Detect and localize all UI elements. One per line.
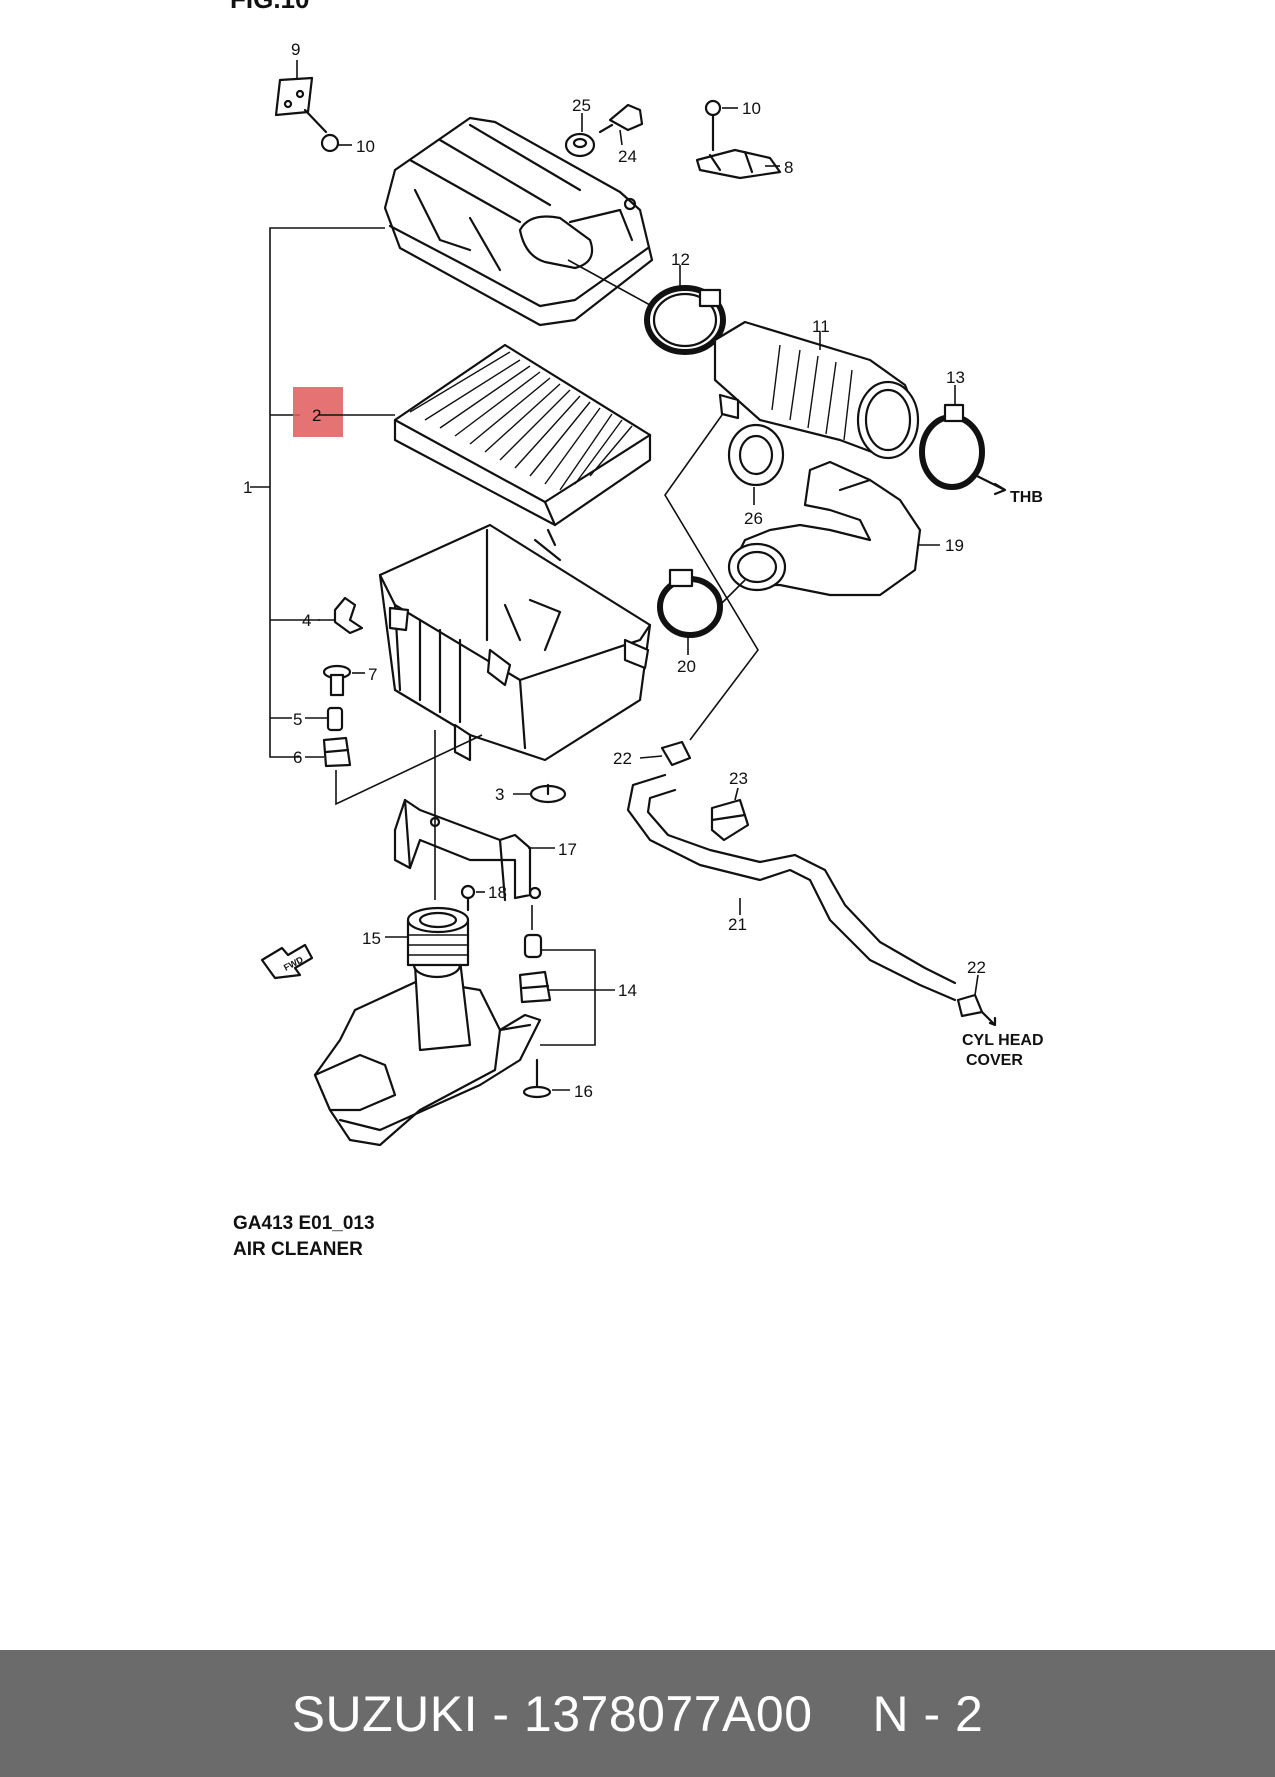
clip-4 <box>333 596 364 635</box>
part-number-9: 9 <box>291 40 300 59</box>
part-number-26: 26 <box>744 509 763 528</box>
bolt-10-right <box>704 99 722 152</box>
arrow-right-icon <box>973 473 1007 496</box>
part-number-21: 21 <box>728 915 747 934</box>
part-number-24: 24 <box>618 147 637 166</box>
washer-3 <box>529 783 567 804</box>
footer-brand-part: SUZUKI - 1378077A00 <box>291 1685 813 1742</box>
part-number-25: 25 <box>572 96 591 115</box>
arrow-right-icon <box>980 1010 997 1027</box>
clip-22-right <box>956 993 984 1018</box>
part-number-14: 14 <box>618 981 637 1000</box>
part-number-17: 17 <box>558 840 577 859</box>
air-cleaner-upper-case <box>383 116 654 327</box>
cushion-6 <box>322 736 352 768</box>
mounting-bracket <box>393 798 542 902</box>
bolt-18 <box>460 884 476 912</box>
part-number-19: 19 <box>945 536 964 555</box>
part-number-13: 13 <box>946 368 965 387</box>
footer-page: N - 2 <box>872 1685 984 1742</box>
sensor-24 <box>598 103 644 134</box>
intake-hose-11 <box>713 320 920 460</box>
grommet-26 <box>727 423 785 487</box>
part-number-20: 20 <box>677 657 696 676</box>
part-number-10-right: 10 <box>742 99 761 118</box>
part-number-1: 1 <box>243 478 252 497</box>
clip-22-left <box>660 740 692 767</box>
figure-code: GA413 E01_013 <box>233 1213 375 1234</box>
figure-name: AIR CLEANER <box>233 1239 363 1260</box>
air-filter-element <box>393 343 652 527</box>
part-number-22-left: 22 <box>613 749 632 768</box>
part-number-3: 3 <box>495 785 504 804</box>
collar-5 <box>326 706 344 732</box>
bolt-16 <box>522 1058 552 1099</box>
part-number-5: 5 <box>293 710 302 729</box>
note-thb: THB <box>1010 489 1043 506</box>
note-cyl-head: CYL HEAD <box>962 1032 1044 1049</box>
breather-hose-21 <box>626 773 957 1002</box>
footer-bar: SUZUKI - 1378077A00 N - 2 <box>0 1650 1275 1777</box>
bolt-7 <box>322 664 352 697</box>
part-number-23: 23 <box>729 769 748 788</box>
air-cleaner-lower-case <box>378 523 652 762</box>
grommet-15 <box>406 906 470 967</box>
resonator-box <box>313 951 542 1147</box>
note-cover: COVER <box>966 1052 1023 1069</box>
clamp-20 <box>657 568 723 638</box>
fwd-arrow-icon: FWD <box>260 943 314 980</box>
assembly-bracket <box>250 227 385 758</box>
part-number-6: 6 <box>293 748 302 767</box>
bracket-9 <box>274 76 314 117</box>
bracket-8 <box>695 148 782 180</box>
highlight-box-part-2 <box>293 387 343 437</box>
bolt-10-left <box>303 108 340 153</box>
part-number-10-left: 10 <box>356 137 375 156</box>
part-number-11: 11 <box>812 317 830 336</box>
clamp-12 <box>644 285 726 355</box>
part-number-16: 16 <box>574 1082 593 1101</box>
part-number-8: 8 <box>784 158 793 177</box>
air-cleaner-diagram: FIG.10 <box>230 0 1044 1260</box>
part-number-2: 2 <box>312 406 321 425</box>
grommet-25 <box>564 132 596 158</box>
part-number-4: 4 <box>302 611 311 630</box>
part-number-15: 15 <box>362 929 381 948</box>
figure-title: FIG.10 <box>230 0 309 14</box>
intake-hose-19 <box>727 460 922 597</box>
cushion-14 <box>518 933 552 1004</box>
part-number-18: 18 <box>488 883 507 902</box>
part-number-12: 12 <box>671 250 690 269</box>
part-number-22-right: 22 <box>967 958 986 977</box>
clamp-13 <box>919 403 985 490</box>
part-number-7: 7 <box>368 665 377 684</box>
clamp-23 <box>710 798 750 842</box>
